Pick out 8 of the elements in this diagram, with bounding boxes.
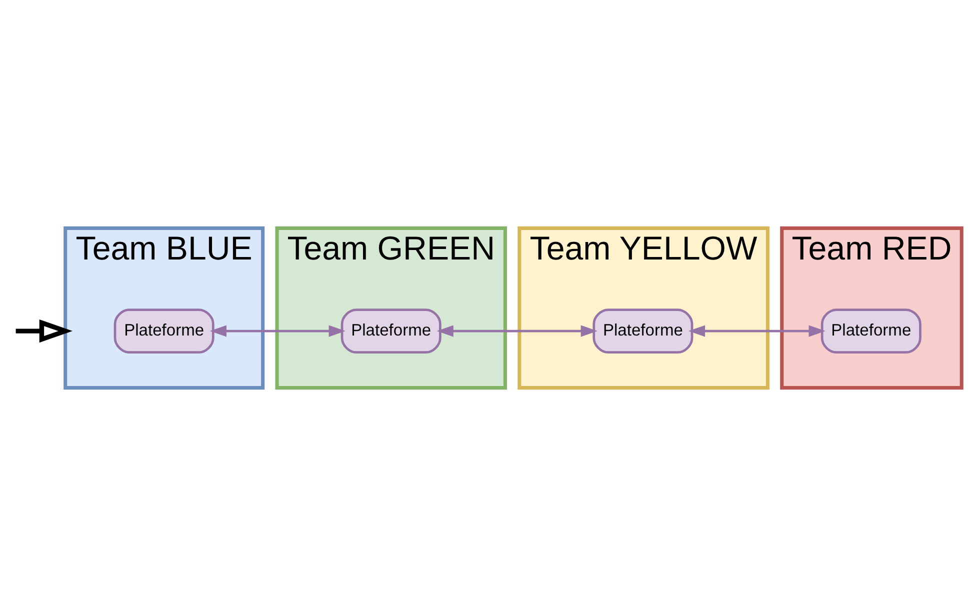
arrow bbox=[210, 324, 346, 336]
arrow bbox=[436, 324, 598, 336]
arrow bbox=[688, 324, 826, 336]
arrow bbox=[16, 318, 73, 342]
node-box: Plateforme bbox=[820, 308, 922, 354]
node-box: Plateforme bbox=[114, 308, 214, 354]
node-box: Plateforme bbox=[592, 308, 694, 354]
node-box: Plateforme bbox=[340, 308, 442, 354]
